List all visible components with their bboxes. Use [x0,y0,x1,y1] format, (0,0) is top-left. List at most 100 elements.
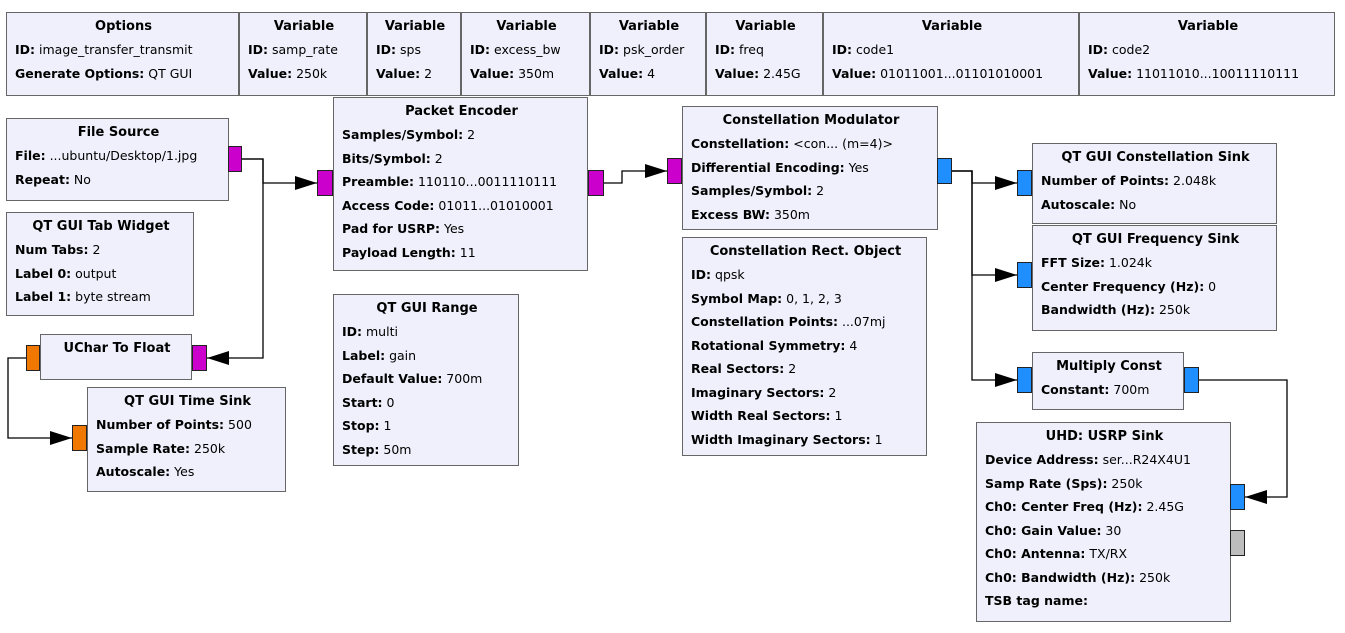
block-param: Stop: 1 [342,414,512,438]
block-param: Excess BW: 350m [691,203,931,227]
frequency-sink-in-port[interactable] [1017,262,1032,288]
param-key: Samples/Symbol: [342,127,464,142]
wire-file-source-to-packet-encoder[interactable] [242,158,317,184]
block-param: TSB tag name: [985,589,1224,613]
param-value: 2 [812,183,825,198]
param-key: Repeat: [15,171,70,187]
param-key: Sample Rate: [96,440,191,456]
constellation-modulator-out-port[interactable] [937,158,952,184]
wire-arrowhead-icon [995,176,1017,190]
block-title: QT GUI Range [376,301,478,316]
packet-encoder-out-port[interactable] [588,170,604,196]
block-param: Pad for USRP: Yes [342,217,581,241]
block-param: ID: multi [342,320,512,344]
wire-modulator-to-frequency-sink[interactable] [952,170,1017,276]
block-param: Ch0: Gain Value: 30 [985,519,1224,543]
uchar-to-float-out-port[interactable] [192,345,207,371]
block-uchar-to-float[interactable]: UChar To Float [40,334,192,380]
block-title: Constellation Rect. Object [709,244,902,259]
block-param: Number of Points: 500 [96,413,279,437]
multiply-const-in-port[interactable] [1017,367,1032,393]
block-param: Center Frequency (Hz): 0 [1041,275,1270,299]
block-param: ID: sps [376,38,454,62]
constellation-modulator-in-port[interactable] [667,158,682,184]
param-key: Value: [832,65,877,81]
param-key: Pad for USRP: [342,221,441,236]
param-value: ...07mj [838,314,886,329]
param-value: 4 [845,337,858,353]
param-value: 250k [190,440,226,456]
block-param: Autoscale: Yes [96,460,279,484]
param-key: Constant: [1041,382,1110,397]
usrp-sink-message-port[interactable] [1230,530,1245,556]
block-param: Rotational Symmetry: 4 [691,334,920,358]
param-value: No [1115,196,1137,212]
wire-modulator-to-multiply-const[interactable] [952,170,1017,381]
block-param: ID: samp_rate [248,38,360,62]
param-key: Samp Rate (Sps): [985,475,1108,491]
multiply-const-out-port[interactable] [1184,367,1199,393]
block-param: File: ...ubuntu/Desktop/1.jpg [15,144,222,168]
block-param: Num Tabs: 2 [15,238,187,262]
param-key: Generate Options: [15,65,145,81]
param-key: Default Value: [342,371,443,386]
block-param: ID: excess_bw [470,38,583,62]
param-key: Stop: [342,418,380,433]
param-key: Constellation Points: [691,314,839,329]
param-key: Bits/Symbol: [342,150,431,166]
param-value: 01011001...01101010001 [876,65,1044,81]
param-key: Ch0: Center Freq (Hz): [985,499,1143,514]
wire-packet-encoder-to-constellation-modulator[interactable] [604,170,667,184]
block-param: Number of Points: 2.048k [1041,169,1270,193]
param-value: 700m [1109,382,1150,397]
block-param: Ch0: Bandwidth (Hz): 250k [985,566,1224,590]
param-value: qpsk [711,267,745,282]
block-param: Value: 01011001...01101010001 [832,62,1072,86]
block-param: Generate Options: QT GUI [15,62,232,86]
param-value: 250k [1154,302,1191,317]
param-key: Value: [715,65,760,81]
block-param: Access Code: 01011...01010001 [342,194,581,218]
param-key: Real Sectors: [691,361,785,376]
wire-modulator-to-constellation-sink[interactable] [952,170,1017,184]
usrp-sink-in-port[interactable] [1230,484,1245,510]
param-value: 350m [769,206,810,222]
block-title: Variable [1177,19,1239,34]
param-key: Ch0: Bandwidth (Hz): [985,569,1136,585]
param-key: ID: [15,42,36,57]
constellation-sink-in-port[interactable] [1017,170,1032,196]
param-value: 2 [784,361,797,376]
block-param: Preamble: 110110...0011110111 [342,170,581,194]
time-sink-in-port[interactable] [72,425,87,451]
packet-encoder-in-port[interactable] [317,170,333,196]
param-value: 2.45G [759,65,801,81]
param-key: Label 0: [15,265,72,281]
block-param: Label: gain [342,344,512,368]
param-key: Symbol Map: [691,290,783,306]
file-source-out-port[interactable] [228,146,242,172]
uchar-to-float-in-port[interactable] [26,345,40,371]
block-param: ID: code2 [1088,38,1328,62]
block-param: Width Real Sectors: 1 [691,404,920,428]
block-title: Constellation Modulator [722,113,900,128]
